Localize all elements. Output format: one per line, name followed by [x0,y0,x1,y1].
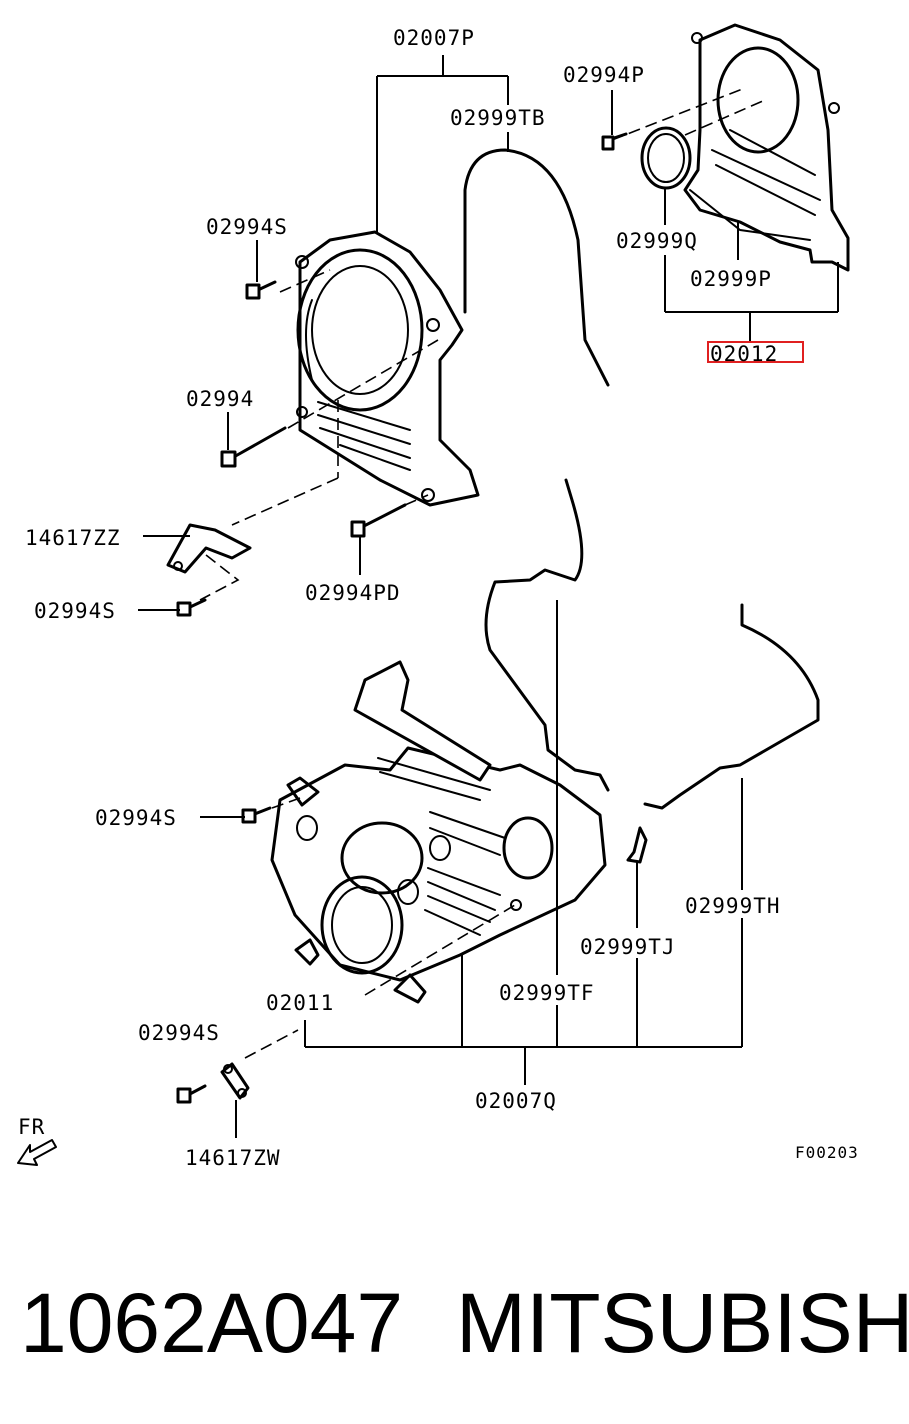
label-02999Q: 02999Q [616,229,698,253]
seal-q-ring [640,126,692,190]
label-02999P: 02999P [690,267,772,291]
leader-lines [138,55,839,1138]
label-02994S-bracket: 02994S [34,599,116,623]
bolt-s-lower-shape [241,806,272,824]
clip-tj [626,826,648,864]
bolt-long-shape [220,426,287,468]
label-02994: 02994 [186,387,254,411]
lower-front-cover [270,660,607,982]
bolt-s-bracket-shape [176,598,207,617]
bracket-zw-shape [220,1062,250,1100]
label-02007P: 02007P [393,26,475,50]
label-02994S-top: 02994S [206,215,288,239]
bolt-s-bottom-shape [176,1084,207,1104]
label-02994P: 02994P [563,63,645,87]
seal-tb [463,148,610,387]
label-02007Q: 02007Q [475,1089,557,1113]
front-arrow-icon [17,1139,57,1166]
dashed-assembly-lines [199,87,766,1059]
label-figure-code: F00203 [795,1143,859,1162]
label-14617ZW: 14617ZW [185,1146,281,1170]
bolt-s-top-shape [245,280,277,300]
label-02994S-lower: 02994S [95,806,177,830]
bracket-zz-shape [166,523,252,574]
label-02012: 02012 [710,342,778,366]
seal-th [643,603,820,810]
label-02999TH: 02999TH [685,894,781,918]
highlight-box-02012 [707,341,804,363]
brand-name: MITSUBISHI [456,1276,909,1370]
label-02994S-bottom: 02994S [138,1021,220,1045]
bolt-p-shape [601,132,628,151]
label-FR: FR [18,1115,45,1139]
label-02999TJ: 02999TJ [580,935,676,959]
label-02999TF: 02999TF [499,981,595,1005]
footer: 1062A047 MITSUBISHI [20,1268,909,1378]
part-number: 1062A047 [20,1276,404,1370]
seal-tf [484,478,610,792]
rear-cover-assy [683,23,850,272]
label-02011: 02011 [266,991,334,1015]
parts-diagram: 02007P 02999TB 02994P 02994S 02999Q 0299… [17,23,859,1170]
bolt-pd-shape [350,503,407,538]
cover-02011-shape [294,938,320,966]
label-02994PD: 02994PD [305,581,401,605]
label-02999TB: 02999TB [450,106,546,130]
label-14617ZZ: 14617ZZ [25,526,121,550]
